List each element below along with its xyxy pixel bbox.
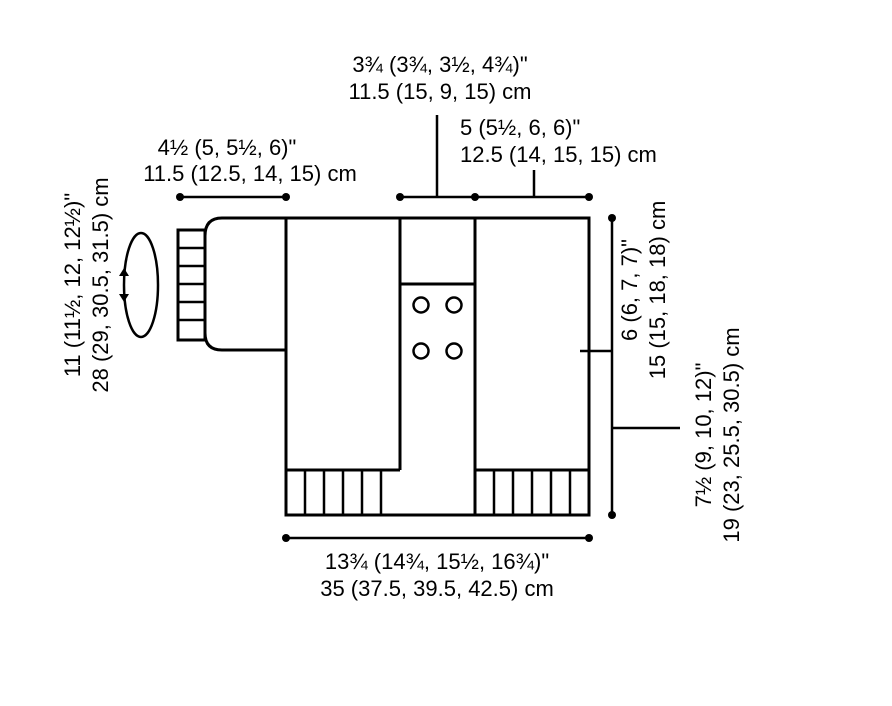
buttonhole-icon (445, 342, 463, 360)
buttonholes (412, 296, 463, 360)
shoulder-cm: 12.5 (14, 15, 15) cm (460, 142, 657, 167)
cuff-ribbing (178, 246, 205, 322)
right-hem-ribbing (492, 470, 572, 515)
sleeve (176, 216, 286, 352)
body-outline (284, 216, 591, 517)
sleeve-length-cm: 11.5 (12.5, 14, 15) cm (143, 161, 357, 186)
side-length-cm: 19 (23, 25.5, 30.5) cm (719, 327, 744, 542)
buttonhole-icon (412, 296, 430, 314)
neck-width-in: 3¾ (3¾, 3½, 4¾)" (352, 52, 527, 77)
body-width-cm: 35 (37.5, 39.5, 42.5) cm (320, 576, 554, 601)
buttonhole-icon (412, 342, 430, 360)
labels: 3¾ (3¾, 3½, 4¾)" 11.5 (15, 9, 15) cm 5 (… (60, 52, 744, 601)
dimension-lines (176, 115, 680, 542)
shoulder-in: 5 (5½, 6, 6)" (460, 115, 580, 140)
side-length-in: 7½ (9, 10, 12)" (691, 363, 716, 508)
armhole-cm: 15 (15, 18, 18) cm (645, 201, 670, 380)
left-hem-ribbing (303, 470, 383, 515)
buttonhole-icon (445, 296, 463, 314)
sleeve-circ-in: 11 (11½, 12, 12½)" (60, 193, 85, 377)
neck-width-cm: 11.5 (15, 9, 15) cm (348, 79, 531, 104)
sleeve-outline (203, 216, 286, 352)
circular-arrow-icon (119, 231, 160, 339)
garment-body (284, 216, 591, 517)
armhole-in: 6 (6, 7, 7)" (617, 239, 642, 341)
sleeve-circ-cm: 28 (29, 30.5, 31.5) cm (88, 177, 113, 392)
body-width-in: 13¾ (14¾, 15½, 16¾)" (325, 549, 549, 574)
sleeve-length-in: 4½ (5, 5½, 6)" (158, 135, 297, 160)
